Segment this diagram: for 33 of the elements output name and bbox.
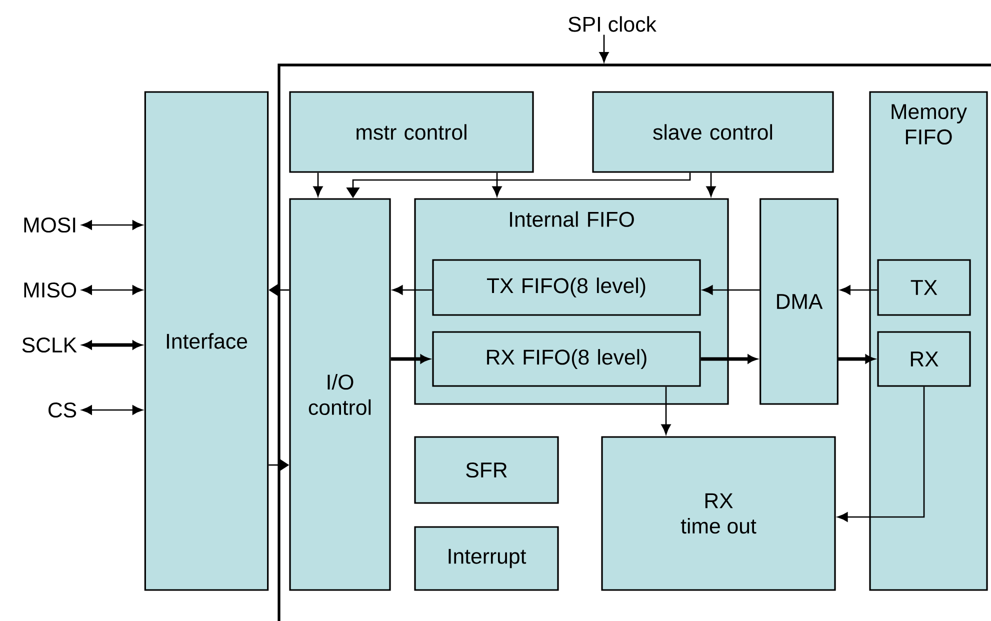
control-block: mstr control <box>289 91 534 173</box>
signal-label: SCLK <box>22 337 77 353</box>
buffer-box: TX <box>877 259 971 316</box>
arrow <box>661 386 671 435</box>
arrow <box>599 34 609 62</box>
arrow <box>82 220 143 230</box>
arrow <box>492 172 502 197</box>
timer-block: RX time out <box>601 436 836 591</box>
control-block: slave control <box>592 91 834 173</box>
signal-label: MOSI <box>24 217 76 233</box>
arrow <box>390 354 430 364</box>
arrow <box>700 354 757 364</box>
fifo-box: TX FIFO(8 level) <box>432 259 701 316</box>
arrow <box>840 285 878 295</box>
arrow <box>838 354 874 364</box>
control-block: I/O control <box>289 198 391 591</box>
signal-label: MISO <box>24 282 76 298</box>
register-box: SFR <box>414 436 559 504</box>
arrow <box>392 285 432 295</box>
interrupt-box: Interrupt <box>414 526 559 591</box>
clock-label: SPI clock <box>568 16 656 32</box>
arrow <box>83 340 142 350</box>
arrow <box>702 285 760 295</box>
arrow <box>313 172 323 197</box>
arrow <box>82 405 143 415</box>
interface-block: Interface <box>144 91 269 591</box>
signal-label: CS <box>48 402 76 418</box>
arrow <box>838 386 925 522</box>
dma-block: DMA <box>760 198 838 405</box>
arrow <box>82 285 143 295</box>
buffer-box: RX <box>877 331 971 387</box>
arrow <box>706 172 716 197</box>
fifo-box: RX FIFO(8 level) <box>432 331 701 387</box>
